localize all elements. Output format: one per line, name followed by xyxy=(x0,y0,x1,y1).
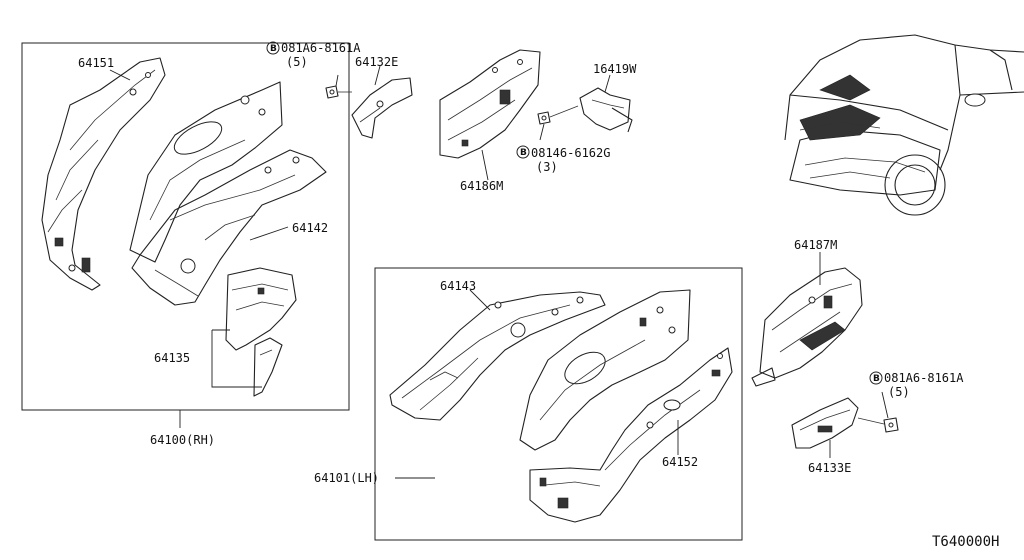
part-64152-lh-hoodledge xyxy=(529,347,733,523)
label-64142: 64142 xyxy=(292,221,328,235)
bolt-qty-right: (5) xyxy=(888,385,910,399)
label-64100-rh: 64100(RH) xyxy=(150,433,215,447)
label-64152: 64152 xyxy=(662,455,698,469)
bolt-part-right: 081A6-8161A xyxy=(884,371,964,385)
label-64132E: 64132E xyxy=(355,55,398,69)
bolt-part-rh: 081A6-8161A xyxy=(281,41,361,55)
callout-bolt-rh: B 081A6-8161A (5) xyxy=(266,41,361,69)
part-16419W-bracket xyxy=(579,87,633,133)
bolt-081A6-8161A-lh-icon xyxy=(857,417,899,433)
bolt-qty-center: (3) xyxy=(536,160,558,174)
part-64151-rh-hoodledge xyxy=(41,57,166,291)
bolt-081A6-8161A-rh-icon xyxy=(325,85,352,99)
part-64133E-bracket xyxy=(791,397,859,449)
vehicle-front-view xyxy=(784,34,1024,216)
group-box-lh xyxy=(374,267,743,541)
part-64186M-bracket xyxy=(439,49,541,159)
label-64135: 64135 xyxy=(154,351,190,365)
bolt-symbol-rh: B xyxy=(270,44,277,54)
label-64133E: 64133E xyxy=(808,461,851,475)
bolt-part-center: 08146-6162G xyxy=(531,146,610,160)
label-64101-lh: 64101(LH) xyxy=(314,471,379,485)
part-64143-lh-hoodledge xyxy=(389,291,606,421)
part-64187M-bracket xyxy=(751,267,863,387)
bolt-symbol-right: B xyxy=(873,374,880,384)
diagram-code: T640000H xyxy=(932,534,999,550)
callout-bolt-right: B 081A6-8161A (5) xyxy=(869,371,964,399)
callout-bolt-center: B 08146-6162G (3) xyxy=(516,145,610,174)
label-16419W: 16419W xyxy=(593,62,637,76)
bolt-symbol-center: B xyxy=(520,148,527,158)
bolt-08146-6162G-icon xyxy=(537,105,579,125)
part-64132E-bracket xyxy=(351,77,413,139)
bolt-qty-rh: (5) xyxy=(286,55,308,69)
part-64142-rh-hoodledge xyxy=(129,81,327,306)
leader-lines xyxy=(109,65,889,479)
part-64135-rh-bracket xyxy=(225,267,297,397)
label-64151: 64151 xyxy=(78,56,114,70)
label-64186M: 64186M xyxy=(460,179,503,193)
label-64143: 64143 xyxy=(440,279,476,293)
part-lh-hoodledge-rear xyxy=(519,289,691,451)
group-box-rh xyxy=(21,42,350,411)
label-64187M: 64187M xyxy=(794,238,837,252)
